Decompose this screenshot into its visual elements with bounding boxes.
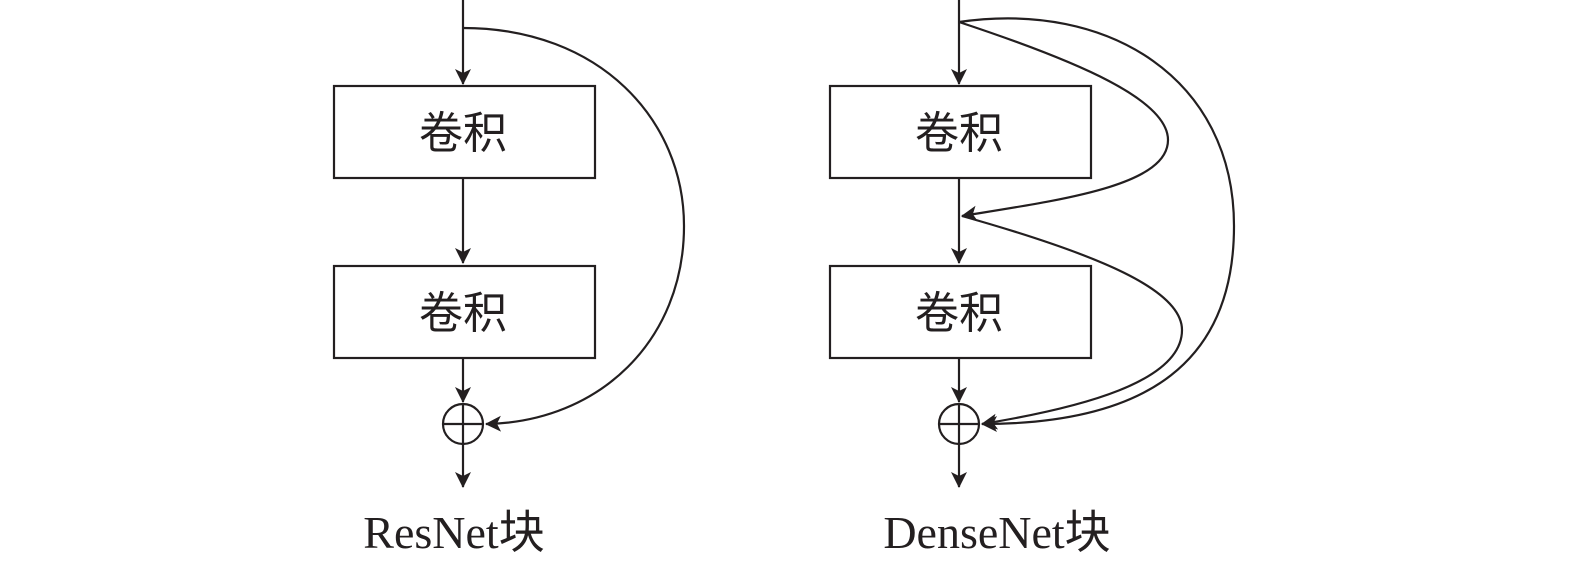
circled-plus-icon xyxy=(937,402,981,446)
resnet-conv-label-2: 卷积 xyxy=(419,288,507,339)
resnet-skip-connection xyxy=(462,26,686,432)
resnet-block: 卷积 卷积 ResNet块 xyxy=(332,0,686,558)
resnet-conv-block-2: 卷积 xyxy=(332,264,597,360)
densenet-block: 卷积 卷积 DenseNet块 xyxy=(828,0,1236,558)
resnet-caption: ResNet块 xyxy=(363,507,544,558)
densenet-dense-connection-input-to-sum xyxy=(958,17,1236,432)
densenet-conv-label-1: 卷积 xyxy=(915,108,1003,159)
densenet-dense-connection-input-to-middle xyxy=(958,20,1170,222)
resnet-conv-block-1: 卷积 xyxy=(332,84,597,180)
circled-plus-icon xyxy=(441,402,485,446)
densenet-conv-block-2: 卷积 xyxy=(828,264,1093,360)
resnet-conv-label-1: 卷积 xyxy=(419,108,507,159)
densenet-conv-block-1: 卷积 xyxy=(828,84,1093,180)
densenet-dense-connection-middle-to-sum xyxy=(961,214,1184,430)
densenet-caption: DenseNet块 xyxy=(883,507,1110,558)
densenet-conv-label-2: 卷积 xyxy=(915,288,1003,339)
